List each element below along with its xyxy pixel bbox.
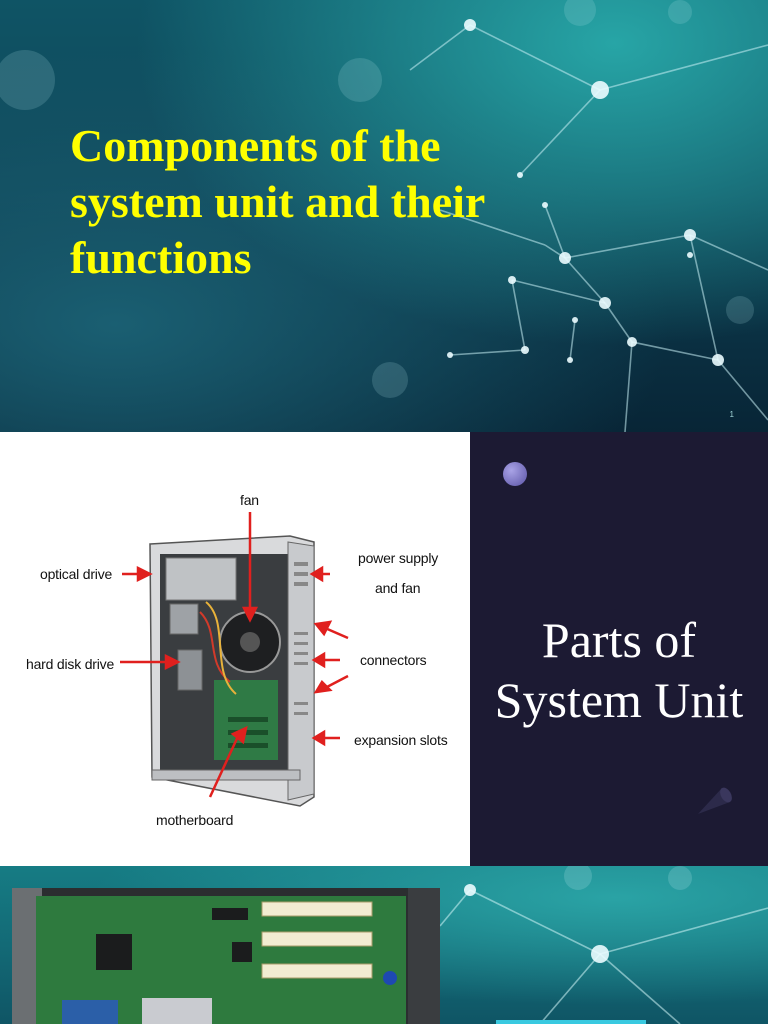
label-optical-drive: optical drive (40, 566, 113, 582)
label-connectors: connectors (360, 652, 427, 668)
label-motherboard: motherboard (156, 812, 234, 828)
label-expansion-slots: expansion slots (354, 732, 448, 748)
slide-parts: fan optical drive power supply and fan h… (0, 432, 768, 866)
network-background-graphic (0, 0, 768, 432)
slide-title: Components of the system unit and their … (0, 0, 768, 432)
parts-heading: Parts of System Unit (470, 610, 768, 730)
network-background-graphic-2 (439, 866, 768, 1024)
parts-heading-line1: Parts of (541, 612, 697, 668)
label-hard-disk-drive: hard disk drive (26, 656, 115, 672)
page-number: 1 (729, 410, 734, 419)
accent-bar (496, 1020, 646, 1024)
label-power-supply: power supply (358, 550, 439, 566)
system-unit-illustration (120, 512, 349, 807)
motherboard-photo (12, 888, 440, 1024)
slide-motherboard (0, 866, 768, 1024)
decorative-cone-icon (698, 787, 732, 814)
system-unit-diagram: fan optical drive power supply and fan h… (0, 432, 470, 866)
slide-title-text: Components of the system unit and their … (70, 120, 485, 283)
label-power-supply-fan: and fan (375, 580, 421, 596)
decorative-sphere-icon (503, 462, 527, 486)
label-fan: fan (240, 492, 259, 508)
parts-heading-line2: System Unit (494, 672, 744, 728)
